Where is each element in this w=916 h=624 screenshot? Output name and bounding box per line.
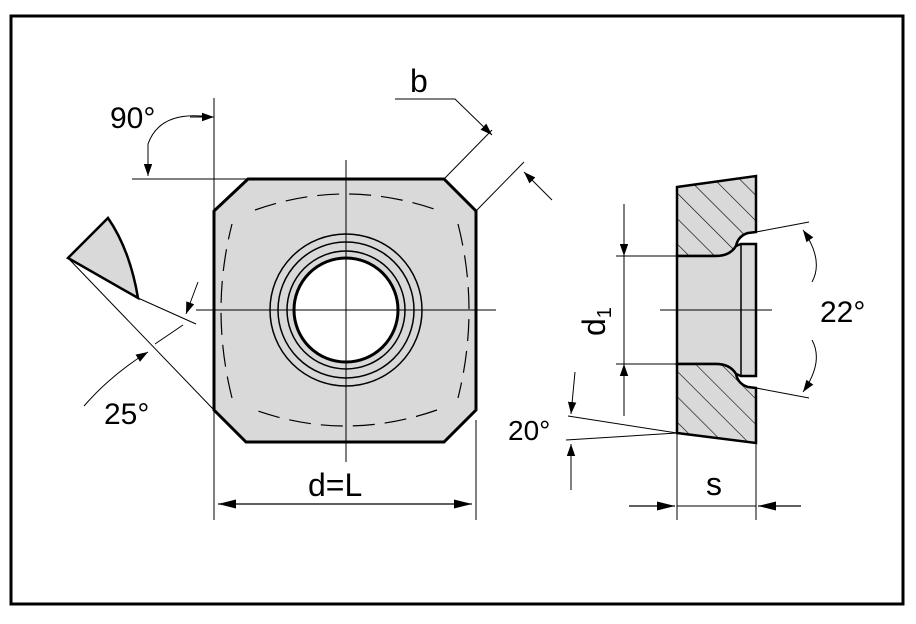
hidden-edge-contour [220,193,470,427]
angle-25-label: 25° [104,398,149,431]
diameter-length-dimension: d=L [218,420,477,520]
diameter-length-label: d=L [308,467,362,503]
chamfer-b-label: b [410,63,428,99]
thickness-s-label: s [706,466,722,502]
bore-d1-label: d1 [576,307,616,336]
angle-20-label: 20° [508,415,550,446]
tool-tip [65,216,140,301]
section-bottom-half [675,362,758,445]
angle-90-label: 90° [110,102,155,135]
angle-22-dimension: 22° [755,221,865,399]
angle-90-dimension: 90° [110,98,248,520]
angle-20-dimension: 20° [508,371,678,490]
angle-25-dimension: 25° [65,216,215,431]
chamfer-b-dimension: b [395,63,553,212]
angle-22-label: 22° [820,296,865,329]
bore-d1-dimension: d1 [576,204,677,416]
insert-section-view [660,174,772,445]
thickness-s-dimension: s [629,433,801,520]
insert-front-view [196,160,496,462]
